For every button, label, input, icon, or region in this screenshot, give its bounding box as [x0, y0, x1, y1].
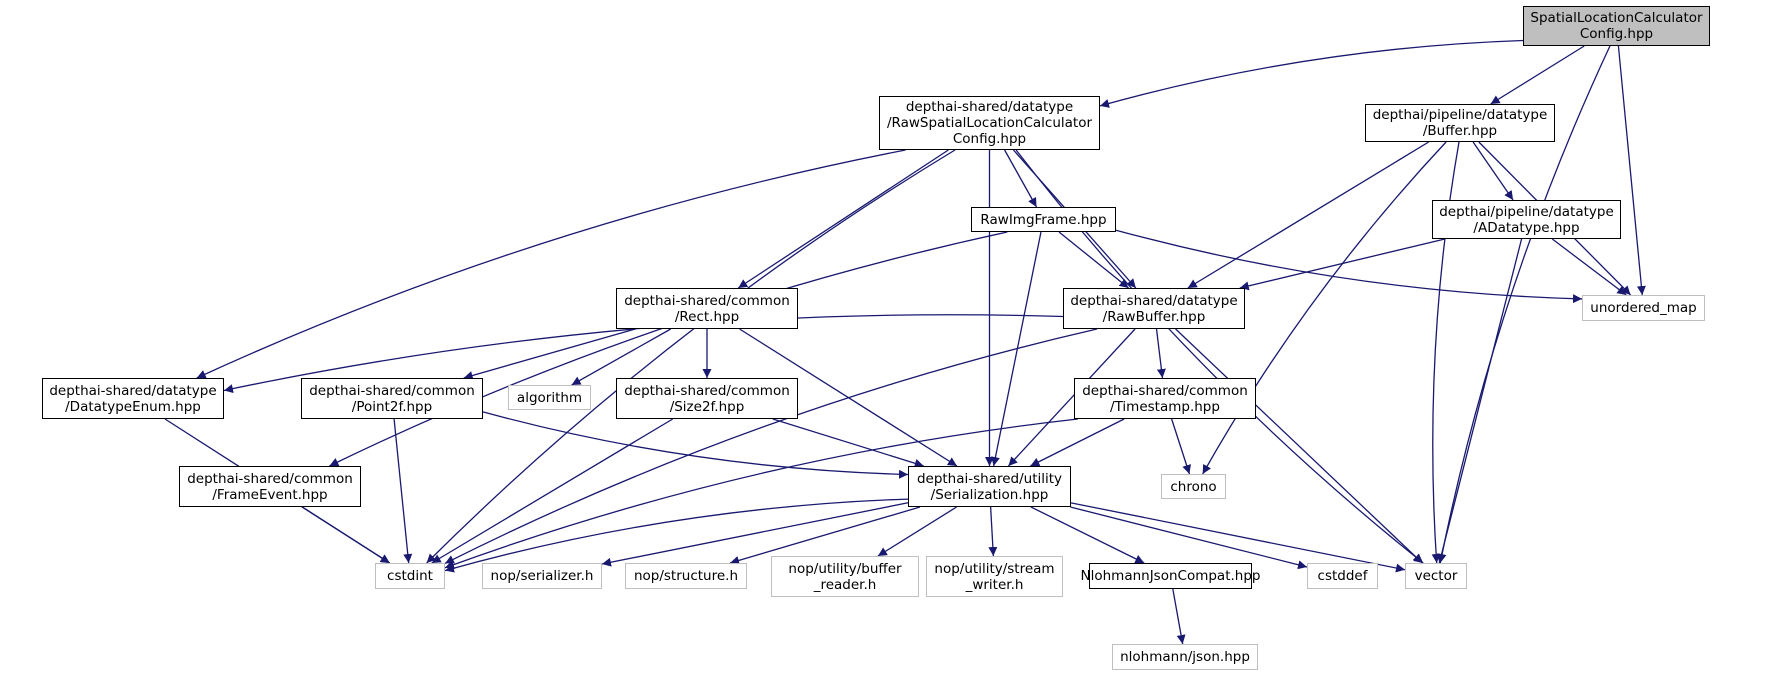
node-unordered-map[interactable]: unordered_map: [1582, 295, 1705, 321]
edge-serialization-to-streamwriter: [988, 506, 998, 557]
node-timestamp[interactable]: depthai-shared/common /Timestamp.hpp: [1074, 378, 1256, 419]
node-nop-structure[interactable]: nop/structure.h: [625, 563, 747, 589]
node-rect[interactable]: depthai-shared/common /Rect.hpp: [616, 288, 798, 329]
edge-rawbuffer-to-vector: [1175, 328, 1423, 564]
node-frame-event[interactable]: depthai-shared/common /FrameEvent.hpp: [179, 466, 361, 507]
node-nop-stream-writer[interactable]: nop/utility/stream _writer.h: [926, 556, 1063, 597]
edge-serialization-to-bufreader: [877, 506, 957, 557]
node-nlohmann-json-compat[interactable]: NlohmannJsonCompat.hpp: [1081, 563, 1261, 589]
edge-rect-to-point2f: [463, 328, 636, 380]
edge-rawbuffer-to-cstdint: [444, 328, 1098, 564]
edge-timestamp-to-cstdint: [444, 418, 1078, 569]
edge-rawslc-to-rect: [737, 149, 949, 289]
node-nop-buffer-reader[interactable]: nop/utility/buffer _reader.h: [771, 556, 919, 597]
edge-timestamp-to-chrono: [1171, 418, 1191, 475]
edge-adatatype-to-vector: [1437, 238, 1523, 564]
edge-size2f-to-cstdint: [431, 418, 674, 564]
edge-point2f-to-serialization: [482, 411, 909, 479]
edge-rawslc-to-cstdint: [426, 149, 956, 564]
edge-serialization-to-structure: [729, 506, 921, 565]
node-datatype-enum[interactable]: depthai-shared/datatype /DatatypeEnum.hp…: [42, 378, 224, 419]
node-nop-serializer[interactable]: nop/serializer.h: [482, 563, 602, 589]
edge-root-to-vector: [1437, 45, 1611, 564]
node-raw-buffer[interactable]: depthai-shared/datatype /RawBuffer.hpp: [1063, 288, 1245, 329]
edge-rawbuffer-to-timestamp: [1155, 328, 1166, 379]
node-cstdint[interactable]: cstdint: [375, 563, 445, 589]
edge-rawslc-to-dtenum: [196, 149, 906, 379]
edge-root-to-rawslc: [1099, 39, 1524, 108]
node-raw-spatial-location-calculator-config[interactable]: depthai-shared/datatype /RawSpatialLocat…: [879, 96, 1100, 150]
node-nlohmann-json[interactable]: nlohmann/json.hpp: [1112, 644, 1258, 670]
node-serialization[interactable]: depthai-shared/utility /Serialization.hp…: [908, 466, 1071, 507]
node-point2f[interactable]: depthai-shared/common /Point2f.hpp: [301, 378, 483, 419]
node-algorithm[interactable]: algorithm: [508, 385, 591, 410]
node-raw-img-frame[interactable]: RawImgFrame.hpp: [971, 207, 1116, 232]
node-spatial-location-calculator-config[interactable]: SpatialLocationCalculator Config.hpp: [1523, 6, 1710, 46]
edge-rawslc-to-rawimg: [1004, 149, 1038, 208]
edge-size2f-to-serialization: [772, 418, 924, 468]
edge-rawimg-to-umap: [1115, 229, 1583, 304]
node-vector[interactable]: vector: [1405, 563, 1467, 589]
edge-serialization-to-cstdint: [444, 498, 909, 573]
edge-adatatype-to-umap: [1551, 238, 1627, 296]
edge-root-to-buffer: [1490, 45, 1585, 105]
edge-serialization-to-vector: [1070, 502, 1406, 573]
edge-serialization-to-nlohcompat: [1030, 506, 1145, 564]
edge-root-to-umap: [1617, 45, 1646, 296]
edge-buffer-to-adatatype: [1472, 141, 1514, 201]
edge-timestamp-to-serialization: [1030, 418, 1125, 467]
edge-buffer-to-vector: [1431, 141, 1460, 564]
edge-adatatype-to-rawbuffer: [1239, 238, 1446, 291]
node-adatatype[interactable]: depthai/pipeline/datatype /ADatatype.hpp: [1432, 200, 1621, 239]
edge-rawimg-to-rawbuffer: [1058, 231, 1129, 289]
edge-point2f-to-cstdint: [393, 418, 413, 564]
node-chrono[interactable]: chrono: [1161, 474, 1226, 499]
edge-frameevent-to-cstdint: [301, 506, 391, 564]
edge-nlohcompat-to-json: [1172, 588, 1186, 645]
node-size2f[interactable]: depthai-shared/common /Size2f.hpp: [616, 378, 798, 419]
edge-rect-to-algorithm: [571, 328, 672, 386]
edge-serialization-to-serializer: [601, 502, 909, 567]
edge-rawbuffer-to-serialization: [1007, 328, 1136, 467]
node-buffer[interactable]: depthai/pipeline/datatype /Buffer.hpp: [1365, 104, 1555, 142]
edge-buffer-to-chrono: [1202, 141, 1447, 475]
node-cstddef[interactable]: cstddef: [1307, 563, 1378, 589]
edge-buffer-to-rawbuffer: [1187, 141, 1429, 289]
edge-serialization-to-cstddef: [1070, 506, 1308, 570]
